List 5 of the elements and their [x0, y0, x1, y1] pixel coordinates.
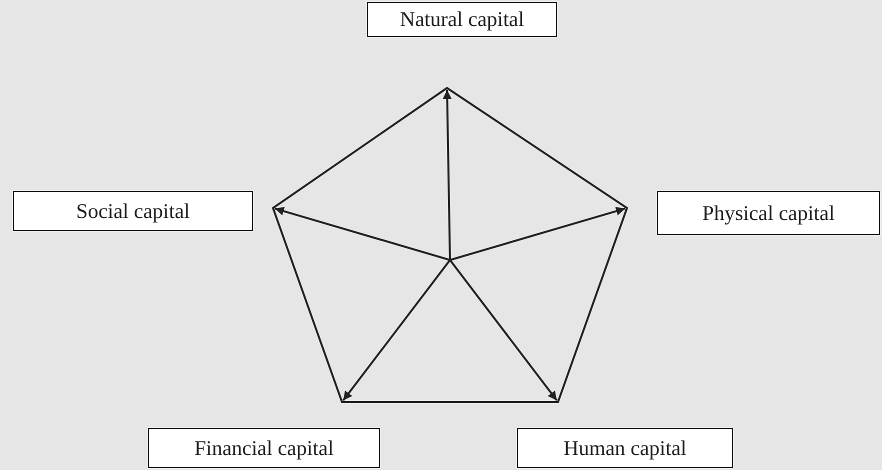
label-box: Social capital — [13, 191, 253, 231]
label-box: Natural capital — [367, 2, 557, 37]
label-box: Physical capital — [657, 191, 880, 235]
label-box: Financial capital — [148, 428, 380, 468]
label-box: Human capital — [517, 428, 733, 468]
